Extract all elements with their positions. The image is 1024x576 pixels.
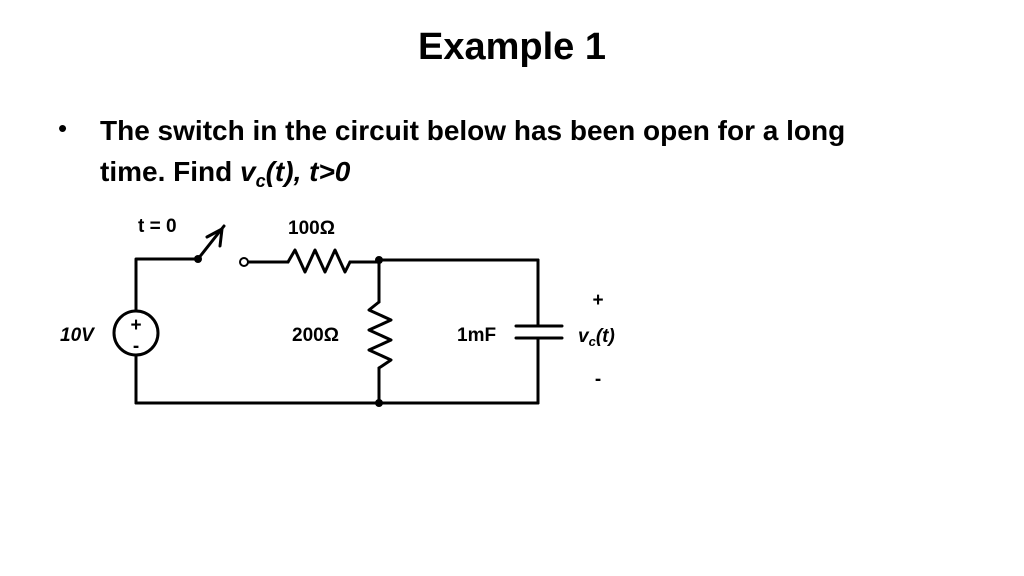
bullet-variable-rest: (t), t>0	[265, 156, 351, 187]
output-rest: (t)	[596, 326, 615, 347]
switch-arrow	[205, 227, 224, 248]
bullet-variable-subscript: c	[255, 171, 266, 191]
resistor-100-label: 100Ω	[288, 218, 335, 239]
output-plus: +	[592, 290, 603, 311]
output-voltage-label: vc(t)	[578, 326, 615, 349]
source-label: 10V	[60, 325, 95, 346]
resistor-200-zigzag	[367, 300, 393, 370]
wire-r1-to-node	[348, 258, 381, 264]
switch-contact	[239, 257, 249, 267]
source-minus: -	[133, 336, 139, 357]
bullet-text: The switch in the circuit below has been…	[100, 110, 960, 192]
bullet-variable-v: v	[240, 156, 256, 187]
voltage-source-circle	[112, 309, 160, 357]
bullet-line-1: The switch in the circuit below has been…	[100, 115, 846, 146]
resistor-200-label: 200Ω	[292, 325, 339, 346]
output-sub: c	[589, 334, 597, 349]
bullet-line-2-prefix: time. Find	[100, 156, 240, 187]
node-top	[375, 256, 383, 264]
wire-top-left	[134, 257, 200, 313]
source-plus: +	[130, 315, 141, 336]
capacitor-label: 1mF	[457, 325, 496, 346]
slide-title: Example 1	[418, 26, 606, 68]
node-bottom	[375, 399, 383, 407]
resistor-100-zigzag	[286, 248, 352, 274]
switch-pivot-dot	[194, 255, 202, 263]
output-minus: -	[595, 369, 601, 390]
bullet-variable: vc(t), t>0	[240, 156, 351, 190]
output-v: v	[578, 326, 590, 347]
bullet-marker: •	[58, 113, 68, 143]
switch-label: t = 0	[138, 216, 177, 237]
